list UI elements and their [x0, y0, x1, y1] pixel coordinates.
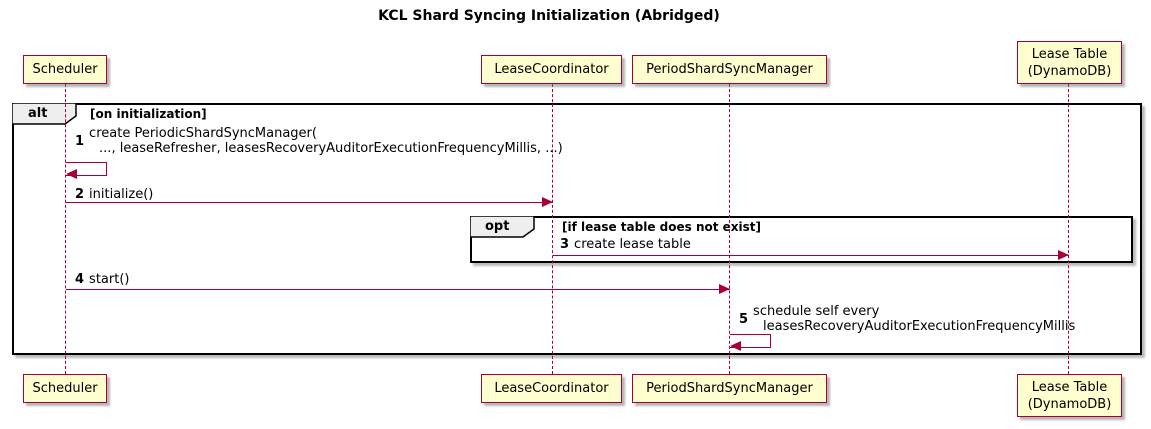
message-1-number: 1	[75, 133, 85, 149]
message-5-self-arrow	[730, 334, 771, 348]
message-2-arrow-line	[66, 202, 553, 203]
message-5-text-line2: leasesRecoveryAuditorExecutionFrequencyM…	[763, 319, 1076, 334]
message-1-text-line2: ..., leaseRefresher, leasesRecoveryAudit…	[99, 141, 563, 156]
message-5-number: 5	[739, 311, 749, 327]
message-4-number: 4	[75, 272, 85, 287]
message-3-arrowhead-icon	[1058, 250, 1069, 260]
message-3-text: create lease table	[574, 237, 691, 252]
participant-leasetable-bottom: Lease Table (DynamoDB)	[1017, 374, 1122, 417]
participant-label: Scheduler	[32, 381, 98, 396]
diagram-title: KCL Shard Syncing Initialization (Abridg…	[378, 8, 720, 24]
opt-operator-label: opt	[485, 219, 510, 234]
message-5-arrowhead-icon	[730, 341, 741, 351]
message-5-text-line1: schedule self every	[753, 304, 880, 319]
participant-sublabel: (DynamoDB)	[1027, 396, 1112, 412]
message-1-arrowhead-icon	[66, 169, 77, 179]
participant-label: Lease Table	[1031, 379, 1108, 395]
message-3-arrow-line	[553, 255, 1069, 256]
participant-leasetable-top: Lease Table (DynamoDB)	[1017, 41, 1122, 84]
message-2-number: 2	[75, 187, 85, 202]
participant-label: PeriodShardSyncManager	[646, 381, 813, 396]
message-5-label: 5 schedule self every leasesRecoveryAudi…	[739, 304, 1075, 334]
message-2-arrowhead-icon	[542, 197, 553, 207]
lifeline-scheduler	[65, 84, 66, 374]
participant-scheduler-bottom: Scheduler	[23, 374, 107, 403]
participant-label: PeriodShardSyncManager	[646, 62, 813, 77]
lifeline-leasecoordinator	[552, 84, 553, 374]
opt-operator-pentagon	[470, 216, 535, 238]
alt-operator-pentagon	[12, 103, 77, 125]
message-3-label: 3 create lease table	[560, 237, 691, 252]
message-2-text: initialize()	[89, 187, 154, 202]
alt-operator-label: alt	[28, 106, 48, 121]
participant-leasecoordinator-top: LeaseCoordinator	[481, 55, 622, 84]
message-2-label: 2 initialize()	[75, 187, 153, 202]
message-4-arrowhead-icon	[719, 284, 730, 294]
message-1-self-arrow	[66, 162, 107, 176]
participant-label: Scheduler	[32, 62, 98, 77]
participant-label: LeaseCoordinator	[494, 62, 609, 77]
participant-periodshardsyncmanager-top: PeriodShardSyncManager	[632, 55, 827, 84]
participant-label: Lease Table	[1031, 46, 1108, 62]
participant-leasecoordinator-bottom: LeaseCoordinator	[481, 374, 622, 403]
message-4-arrow-line	[66, 289, 730, 290]
message-4-label: 4 start()	[75, 272, 129, 287]
message-1-text-line1: create PeriodicShardSyncManager(	[89, 126, 317, 141]
opt-condition: [if lease table does not exist]	[562, 220, 762, 234]
lifeline-periodshardsyncmanager	[729, 84, 730, 374]
alt-condition: [on initialization]	[90, 107, 207, 121]
lifeline-leasetable	[1068, 84, 1069, 374]
opt-frame	[470, 216, 1133, 263]
alt-frame	[12, 103, 1142, 355]
participant-periodshardsyncmanager-bottom: PeriodShardSyncManager	[632, 374, 827, 403]
participant-label: LeaseCoordinator	[494, 381, 609, 396]
message-1-label: 1 create PeriodicShardSyncManager( ..., …	[75, 126, 563, 156]
participant-scheduler-top: Scheduler	[23, 55, 107, 84]
participant-sublabel: (DynamoDB)	[1027, 63, 1112, 79]
message-4-text: start()	[89, 272, 130, 287]
message-3-number: 3	[560, 237, 570, 252]
